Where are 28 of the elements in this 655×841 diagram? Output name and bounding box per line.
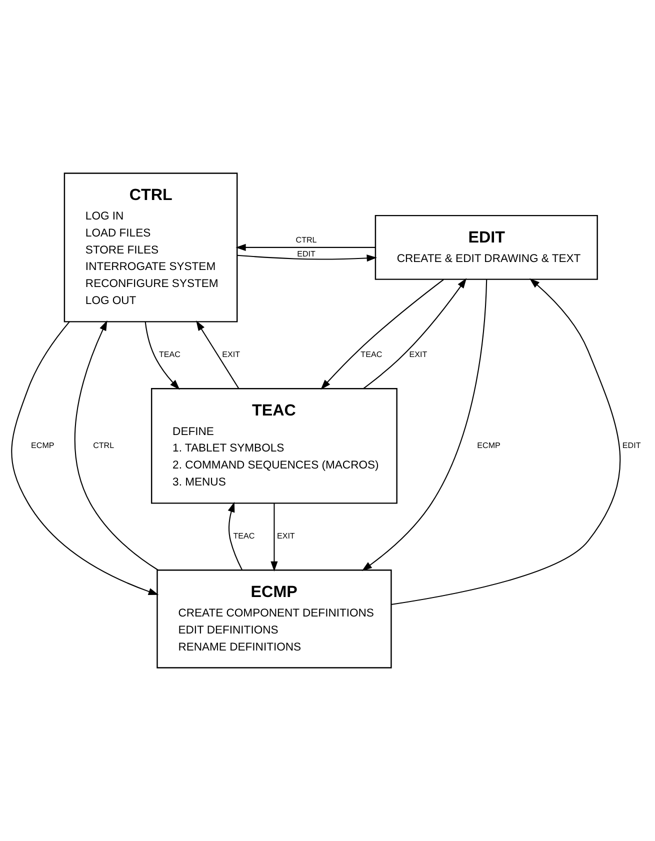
arrow: [363, 278, 467, 389]
node-box: ECMP CREATE COMPONENT DEFINITIONS EDIT DEFINITIONS RENAME DEFINITIONS: [156, 570, 392, 668]
edge-label: TEAC: [360, 350, 382, 360]
edge-label: EXIT: [276, 532, 295, 541]
arrow: [196, 320, 240, 389]
node-box: TEAC DEFINE 1. TABLET SYMBOLS 2. COMMAND SEQUENCES (MACROS) 3. MENUS: [150, 388, 398, 504]
edge-label: TEAC: [159, 350, 180, 360]
arrow: [320, 279, 444, 390]
node-box: CTRL LOG IN LOAD FILES STORE FILES INTERROGATE SYSTEM RECONFIGURE SYSTEM LOG OUT: [64, 172, 238, 322]
edge-label: EXIT: [222, 350, 240, 360]
edge-label: ECMP: [31, 440, 54, 450]
edge-label: TEAC: [233, 532, 255, 541]
edge-label: CTRL: [296, 236, 317, 245]
node-box: EDIT CREATE & EDIT DRAWING & TEXT: [374, 214, 598, 280]
edge-label: CTRL: [93, 440, 114, 450]
edge-label: ECMP: [477, 440, 500, 450]
arrow: [270, 503, 278, 572]
edge-label: EDIT: [622, 440, 641, 450]
arrow: [237, 254, 377, 262]
arrow: [74, 320, 158, 571]
arrow: [144, 322, 180, 390]
edge-label: EXIT: [409, 350, 428, 360]
edge-label: EDIT: [297, 249, 316, 258]
arrow: [236, 244, 376, 252]
arrow: [391, 278, 621, 606]
arrow: [362, 279, 488, 571]
arrow: [228, 502, 243, 570]
arrow: [11, 321, 159, 595]
